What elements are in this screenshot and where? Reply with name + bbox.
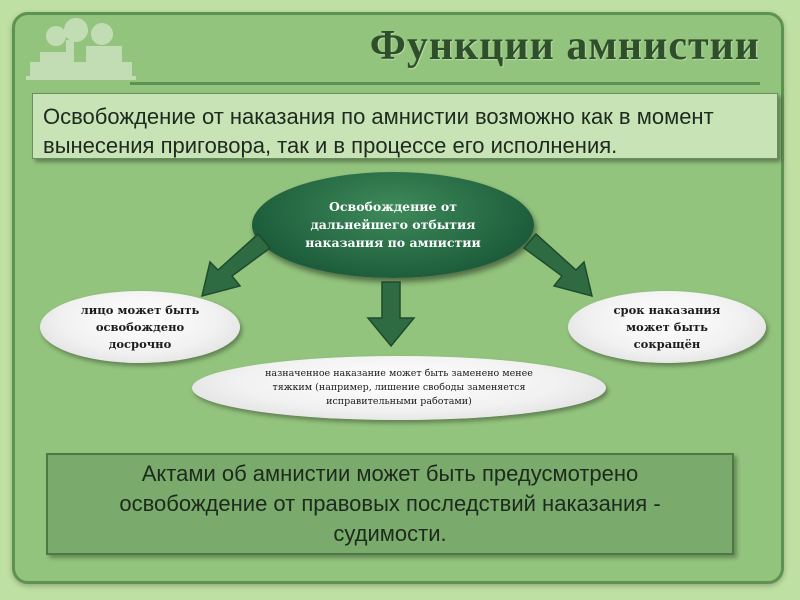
arrow-down-right-icon: [522, 232, 594, 298]
central-concept-label: Освобождение от дальнейшего отбытия нака…: [305, 199, 481, 250]
page-title: Функции амнистии: [369, 23, 760, 69]
sentence-reduction-label: срок наказания может быть сокращён: [613, 302, 721, 351]
conclusion-text-box: Актами об амнистии может быть предусмотр…: [46, 453, 734, 555]
sentence-replacement-label: назначенное наказание может быть заменен…: [265, 368, 533, 407]
title-divider: [130, 82, 760, 85]
arrow-down-icon: [366, 281, 416, 348]
arrow-down-left-icon: [200, 232, 272, 298]
early-release-ellipse: лицо может быть освобождено досрочно: [40, 291, 240, 363]
intro-text-box: Освобождение от наказания по амнистии во…: [32, 93, 778, 159]
sentence-replacement-ellipse: назначенное наказание может быть заменен…: [192, 356, 606, 420]
conclusion-text: Актами об амнистии может быть предусмотр…: [119, 461, 661, 546]
early-release-label: лицо может быть освобождено досрочно: [80, 302, 200, 351]
sentence-reduction-ellipse: срок наказания может быть сокращён: [568, 291, 766, 363]
scales-of-justice-icon: [26, 18, 136, 80]
central-concept-ellipse: Освобождение от дальнейшего отбытия нака…: [252, 172, 534, 278]
